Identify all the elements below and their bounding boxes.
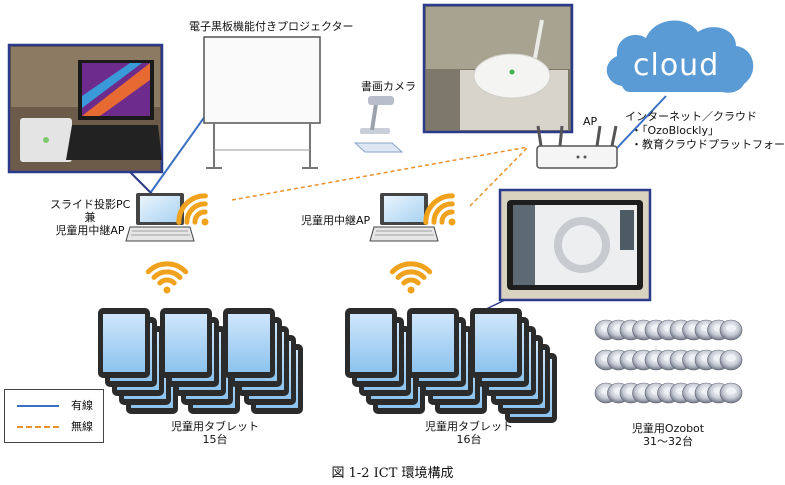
internet-line1: インターネット／クラウド [625,110,757,123]
wireless-ap-pc1 [231,146,529,201]
wired-ap-cloud [616,95,667,149]
internet-line3: ・教育クラウドプラットフォーム [631,138,785,151]
wifi-icon [389,261,433,294]
figure-caption: 図 1-2 ICT 環境構成 [331,466,454,481]
internet-line2: ・｢OzoBlockly｣ [631,124,714,137]
ap-router [536,125,618,169]
doc-camera-label: 書画カメラ [361,80,416,93]
ozobot-robot [719,382,743,404]
photo-tablet-app [498,188,652,302]
laptop-2 [369,193,439,242]
projector-whiteboard [203,36,321,169]
photo-pc-ap [7,43,164,174]
legend-wireless-swatch [17,426,59,428]
legend-wired-swatch [17,405,59,407]
ozobot-line2: 31～32台 [643,435,693,448]
photo-access-point [422,3,574,134]
legend-wireless-label: 無線 [71,420,93,433]
wireless-links [231,146,529,207]
pc1-label-line3: 児童用中継AP [55,224,125,237]
tablet-icon [160,308,212,378]
tablets2-line2: 16台 [456,433,482,446]
tablets1-line1: 児童用タブレット [171,420,259,433]
photo-pointer-pc1 [129,171,153,195]
tablet-icon [407,308,459,378]
cloud-shape [606,20,754,93]
pc1-label-line2: 兼 [84,211,96,224]
tablet-icon [470,308,522,378]
pc1-label-line1: スライド投影PC [50,198,131,211]
tablet-icon [345,308,397,378]
tablet-icon [98,308,150,378]
ozobot-robot [719,319,743,341]
wired-pc-projector [150,111,209,193]
document-camera [353,96,404,153]
wifi-icon [423,193,456,226]
cloud-label: cloud [633,48,720,83]
ozobot-robot [719,349,743,371]
tablets2-line1: 児童用タブレット [425,420,513,433]
tablets1-line2: 15台 [202,433,228,446]
laptop-1 [125,193,195,242]
projector-label: 電子黒板機能付きプロジェクター [189,20,354,33]
ap-label: AP [583,115,598,128]
legend-wired-label: 有線 [71,399,93,412]
wifi-icon [176,193,209,226]
ozobot-line1: 児童用Ozobot [631,422,705,435]
pc2-label: 児童用中継AP [301,214,371,227]
legend: 有線 無線 [4,389,104,443]
wifi-icon [145,261,189,294]
tablet-icon [223,308,275,378]
